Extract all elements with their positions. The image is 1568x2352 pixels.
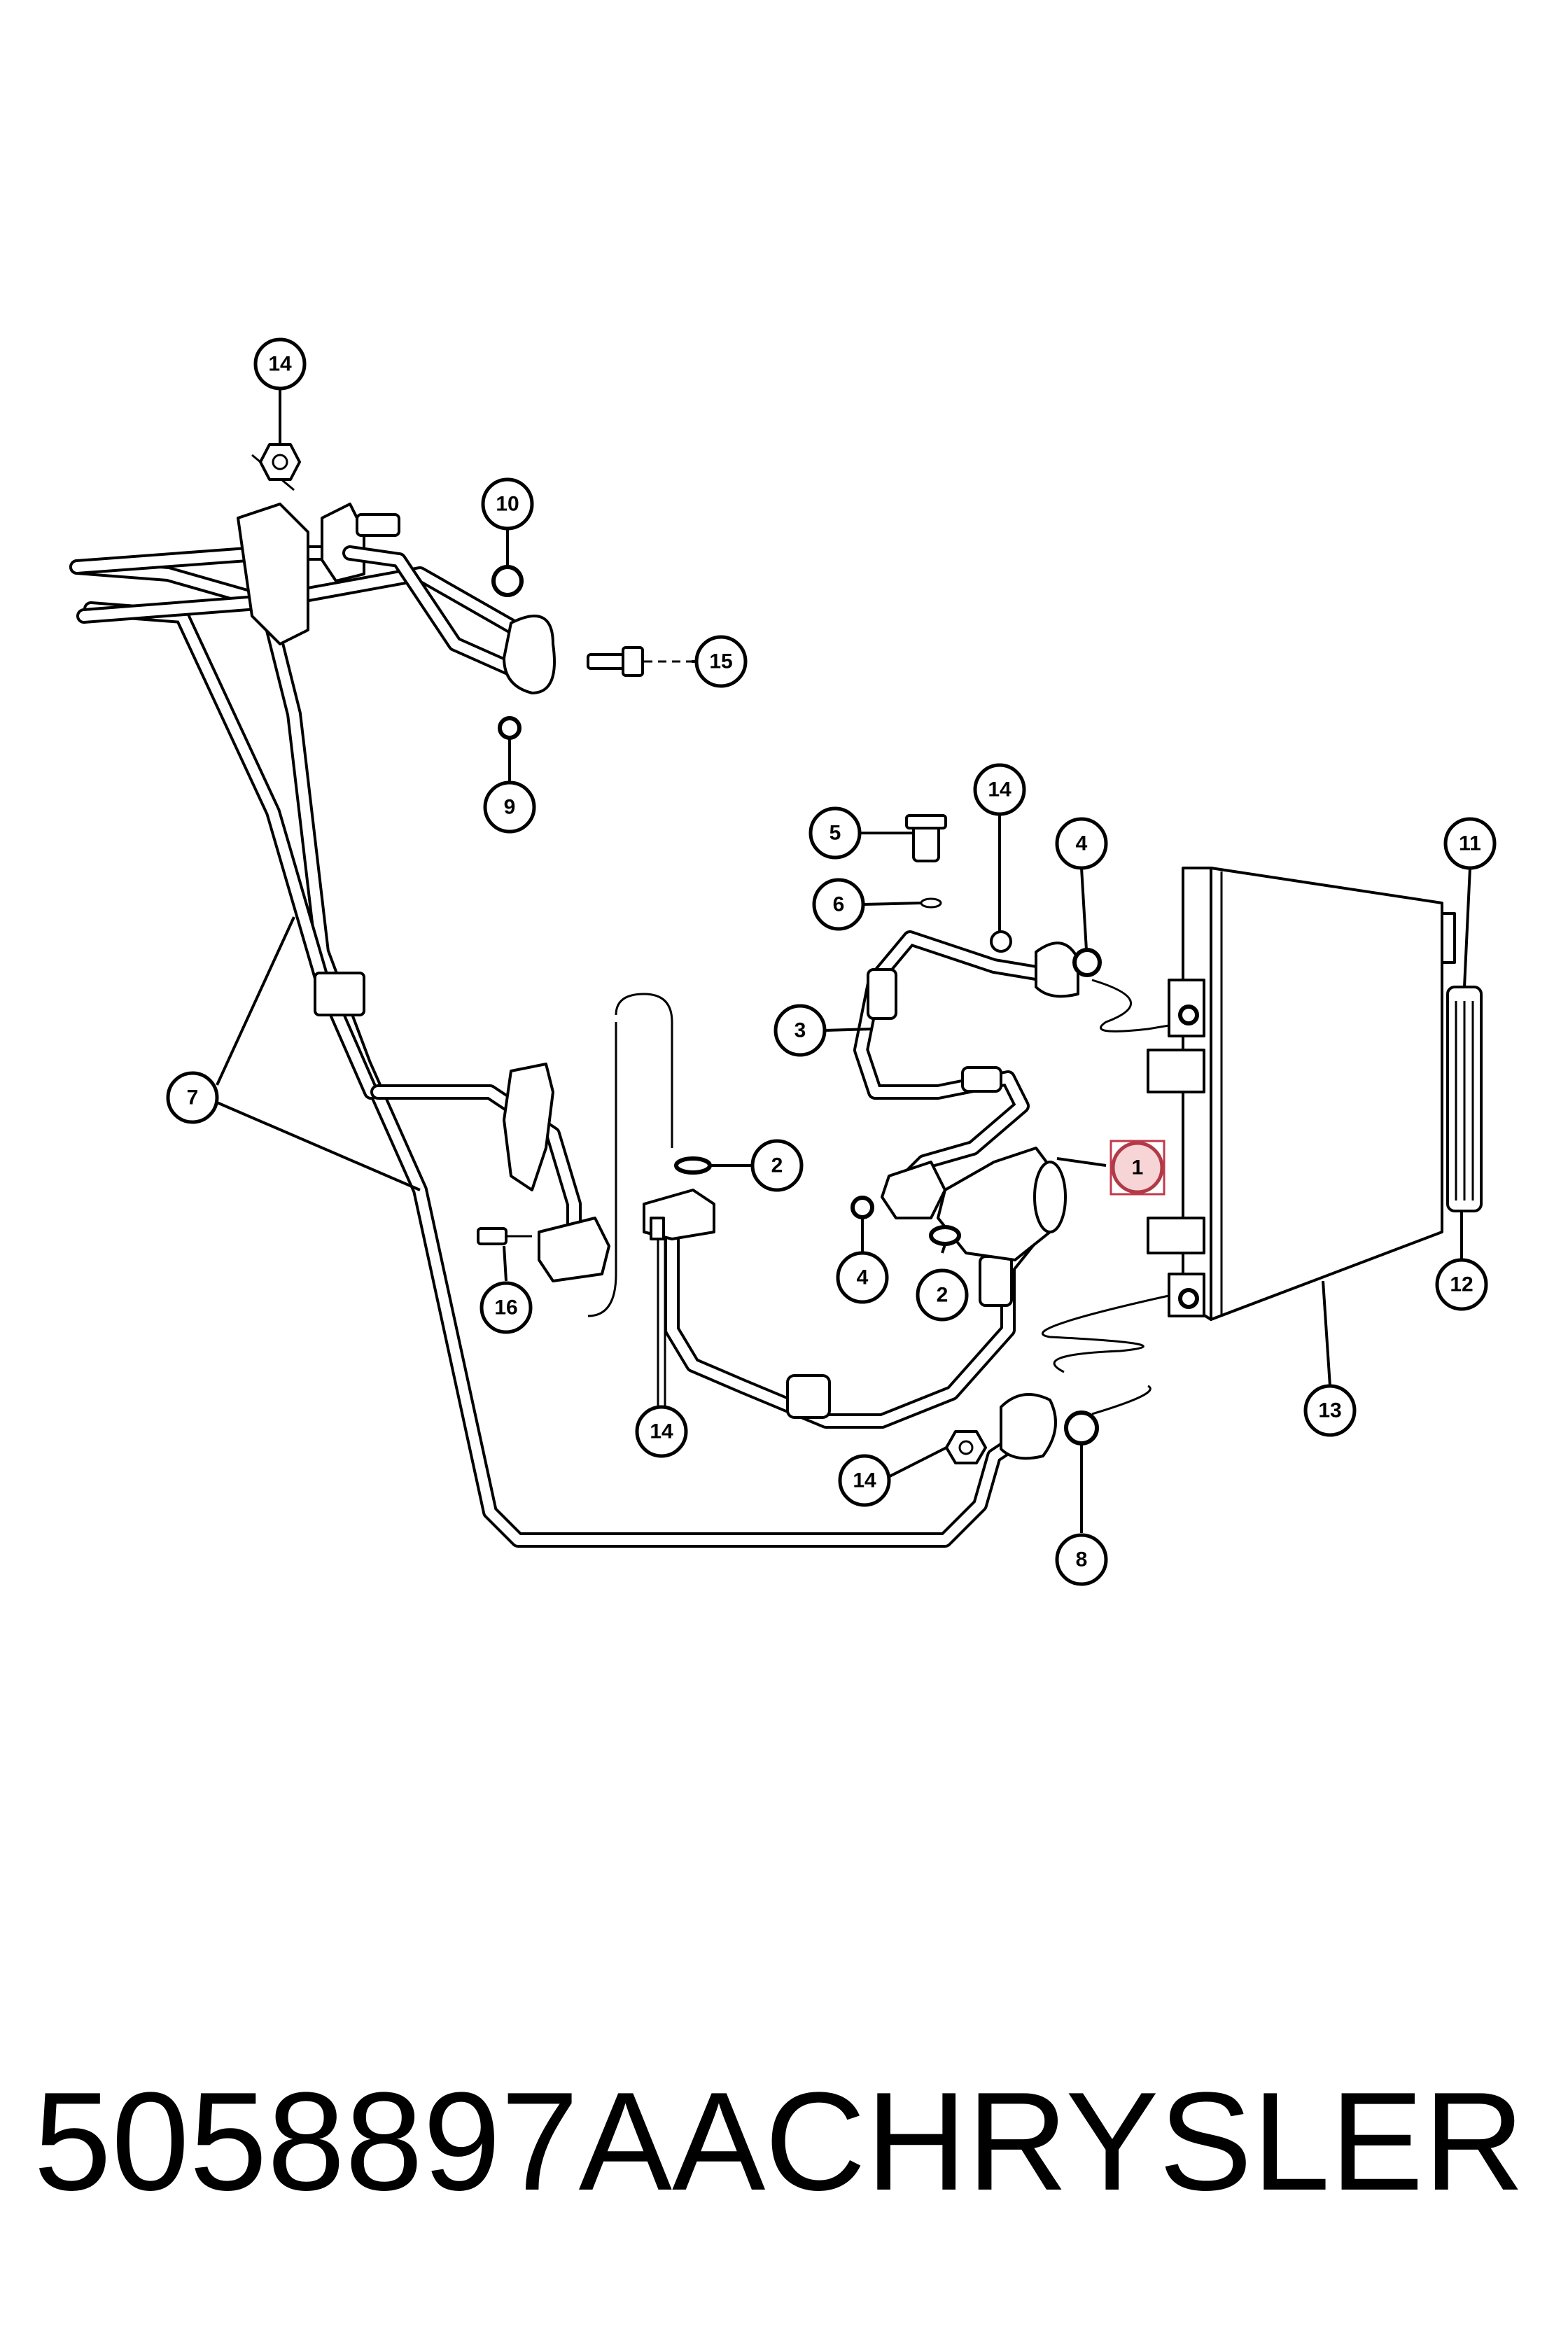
o-ring-9 [498, 716, 522, 740]
o-ring-8 [1064, 1410, 1099, 1446]
condenser [1147, 867, 1456, 1321]
svg-text:4: 4 [857, 1266, 869, 1289]
svg-text:8: 8 [1076, 1548, 1088, 1572]
callout-3[interactable]: 3 [774, 1004, 827, 1057]
callout-6[interactable]: 6 [812, 878, 865, 931]
callout-10[interactable]: 10 [481, 477, 534, 531]
pressure-switch [905, 814, 947, 862]
svg-text:1: 1 [1132, 1156, 1144, 1180]
mounting-bracket [477, 1063, 610, 1282]
callout-15[interactable]: 15 [694, 635, 748, 688]
callout-1[interactable]: 1 [1110, 1140, 1166, 1196]
leader-dash-loop [587, 993, 673, 1317]
svg-text:16: 16 [494, 1296, 517, 1320]
svg-text:14: 14 [268, 353, 292, 376]
svg-text:2: 2 [937, 1284, 948, 1307]
callout-13[interactable]: 13 [1303, 1384, 1357, 1437]
svg-text:5: 5 [830, 822, 841, 845]
o-ring-2-lower [929, 1225, 961, 1246]
callout-14-lower[interactable]: 14 [838, 1454, 891, 1507]
leader-lines [216, 388, 1471, 1533]
o-ring-4-lower [850, 1196, 874, 1219]
leader-dash-condenser [1091, 979, 1191, 1032]
callout-12[interactable]: 12 [1435, 1258, 1488, 1311]
svg-text:14: 14 [650, 1420, 673, 1443]
nut-bottom [945, 1430, 987, 1464]
svg-text:12: 12 [1450, 1273, 1473, 1296]
o-ring-4-upper [1072, 948, 1102, 977]
callout-4-lower[interactable]: 4 [836, 1251, 889, 1304]
discharge-line [853, 930, 1079, 1191]
svg-text:3: 3 [794, 1019, 806, 1042]
callout-14-mid[interactable]: 14 [973, 763, 1026, 816]
o-ring-10 [491, 565, 524, 597]
brand-name: CHRYSLER [764, 2064, 1525, 2220]
callout-14-lower-left[interactable]: 14 [635, 1405, 688, 1458]
suction-line [643, 1189, 1044, 1456]
flange-bottom [1000, 1393, 1057, 1460]
svg-text:10: 10 [496, 493, 519, 516]
callout-9[interactable]: 9 [483, 780, 536, 834]
svg-text:14: 14 [988, 778, 1011, 802]
svg-text:13: 13 [1318, 1399, 1341, 1422]
svg-text:2: 2 [771, 1154, 783, 1177]
svg-text:14: 14 [853, 1469, 876, 1492]
callout-16[interactable]: 16 [479, 1281, 533, 1334]
refrigerant-line-assembly [69, 545, 1023, 1548]
callout-4-upper[interactable]: 4 [1055, 817, 1108, 870]
nut-top [259, 443, 301, 481]
svg-text:15: 15 [709, 650, 732, 673]
callout-8[interactable]: 8 [1055, 1533, 1108, 1586]
callout-14-top[interactable]: 14 [253, 337, 307, 391]
callout-5[interactable]: 5 [808, 806, 862, 860]
svg-text:6: 6 [833, 893, 845, 916]
svg-text:7: 7 [187, 1086, 199, 1110]
receiver-drier [1446, 986, 1483, 1212]
upper-clamp-block [237, 454, 556, 694]
callout-7[interactable]: 7 [166, 1071, 219, 1124]
o-ring-6 [920, 897, 942, 909]
svg-text:4: 4 [1076, 832, 1088, 855]
callout-11[interactable]: 11 [1443, 817, 1497, 870]
callout-2-lower[interactable]: 2 [916, 1268, 969, 1322]
compressor-hose-block [881, 1147, 1067, 1261]
bolt-15 [587, 646, 693, 677]
svg-text:9: 9 [504, 796, 516, 819]
leader-dash-lower [1041, 1287, 1205, 1415]
o-ring-2-upper [674, 1156, 712, 1175]
callout-2-upper[interactable]: 2 [750, 1139, 804, 1192]
part-number: 5058897AA [34, 2064, 766, 2220]
svg-text:11: 11 [1459, 832, 1481, 855]
